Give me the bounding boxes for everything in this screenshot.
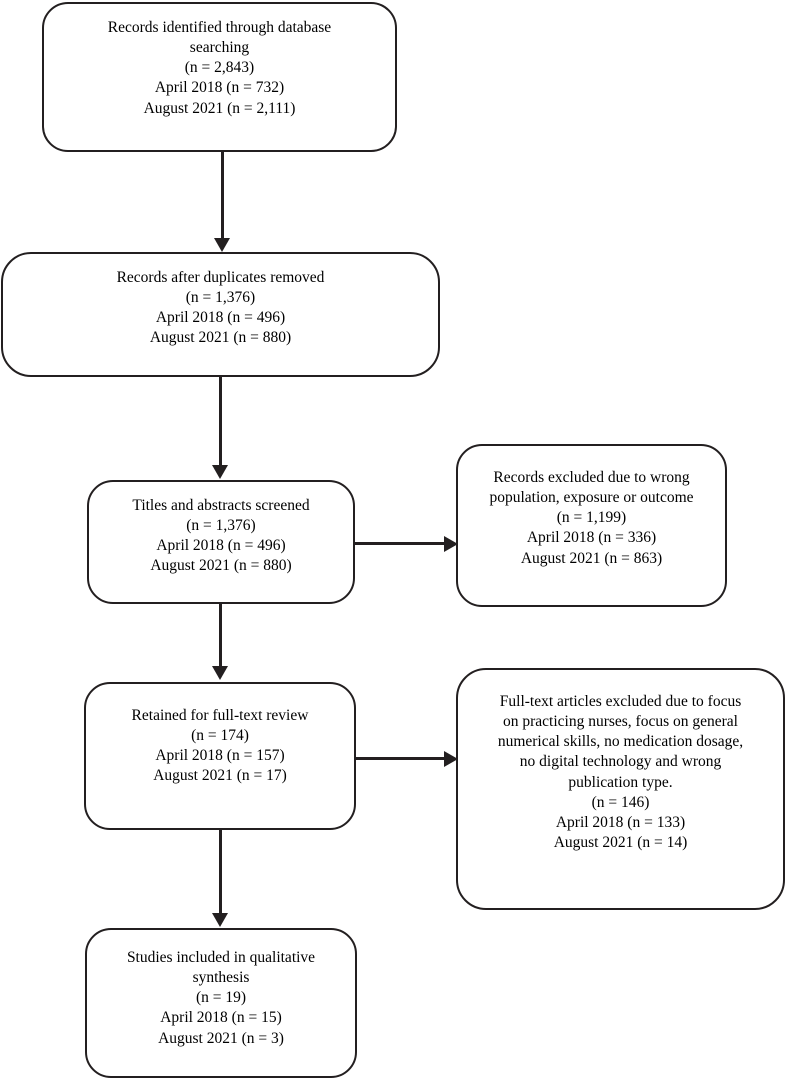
box-studies-included: Studies included in qualitative synthesi… bbox=[85, 928, 357, 1078]
box-records-excluded: Records excluded due to wrong population… bbox=[456, 444, 727, 607]
connector-retained-to-fulltext-excluded bbox=[356, 757, 447, 760]
connector-screened-to-excluded bbox=[355, 542, 447, 545]
arrowhead-right-screened-to-excluded bbox=[444, 536, 458, 552]
connector-screened-to-retained bbox=[219, 604, 222, 668]
box-full-text-excluded: Full-text articles excluded due to focus… bbox=[456, 668, 785, 910]
arrowhead-down-screened-to-retained bbox=[212, 666, 228, 680]
arrowhead-right-retained-to-fulltext-excluded bbox=[444, 751, 458, 767]
arrowhead-down-duplicates-to-screened bbox=[212, 465, 228, 479]
box-records-after-duplicates: Records after duplicates removed (n = 1,… bbox=[1, 252, 440, 377]
box-retained-full-text: Retained for full-text review (n = 174) … bbox=[84, 682, 356, 830]
arrowhead-down-retained-to-included bbox=[212, 913, 228, 927]
arrowhead-down-identified-to-duplicates bbox=[214, 238, 230, 252]
connector-duplicates-to-screened bbox=[219, 377, 222, 467]
box-titles-abstracts-screened: Titles and abstracts screened (n = 1,376… bbox=[87, 480, 355, 604]
connector-identified-to-duplicates bbox=[221, 152, 224, 240]
connector-retained-to-included bbox=[219, 830, 222, 915]
box-records-identified: Records identified through database sear… bbox=[42, 2, 397, 152]
